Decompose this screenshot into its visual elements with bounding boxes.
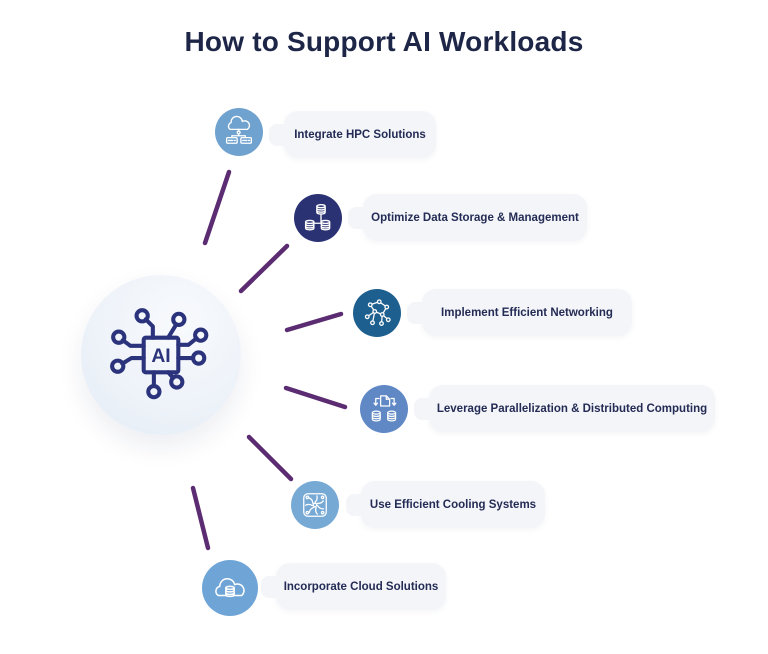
connector-line-cooling [246, 434, 294, 482]
connector-line-storage [238, 243, 290, 294]
hub-circle: AI [81, 275, 241, 435]
database-network-icon [304, 204, 331, 231]
item-label: Use Efficient Cooling Systems [369, 498, 537, 511]
hpc-cloud-servers-icon [225, 115, 253, 144]
connector-line-networking [284, 311, 344, 333]
item-label-pill: Integrate HPC Solutions [284, 111, 436, 158]
connector-line-cloud [190, 485, 211, 551]
item-label: Incorporate Cloud Solutions [283, 580, 439, 593]
item-label: Optimize Data Storage & Management [371, 211, 579, 224]
item-label: Implement Efficient Networking [441, 306, 613, 319]
connector-line-hpc [202, 169, 232, 246]
item-label: Integrate HPC Solutions [294, 128, 426, 141]
cloud-database-icon [215, 578, 245, 598]
network-graph-icon [364, 299, 391, 326]
item-label-pill: Implement Efficient Networking [422, 289, 632, 336]
item-label: Leverage Parallelization & Distributed C… [436, 402, 708, 415]
item-icon-badge [353, 289, 401, 337]
item-icon-badge [291, 481, 339, 529]
item-label-pill: Incorporate Cloud Solutions [276, 563, 446, 610]
item-label-pill: Leverage Parallelization & Distributed C… [429, 385, 715, 432]
item-icon-badge [215, 108, 263, 156]
cooling-fan-icon [303, 493, 327, 517]
connector-line-parallelization [283, 385, 348, 410]
item-icon-badge [360, 385, 408, 433]
item-label-pill: Optimize Data Storage & Management [363, 194, 587, 241]
item-icon-badge [202, 560, 258, 616]
page-title: How to Support AI Workloads [184, 26, 584, 57]
item-label-pill: Use Efficient Cooling Systems [361, 481, 545, 528]
hub-label: AI [151, 345, 170, 367]
item-icon-badge [294, 194, 342, 242]
document-distribution-icon [371, 395, 397, 422]
ai-chip-icon: AI [110, 308, 209, 400]
